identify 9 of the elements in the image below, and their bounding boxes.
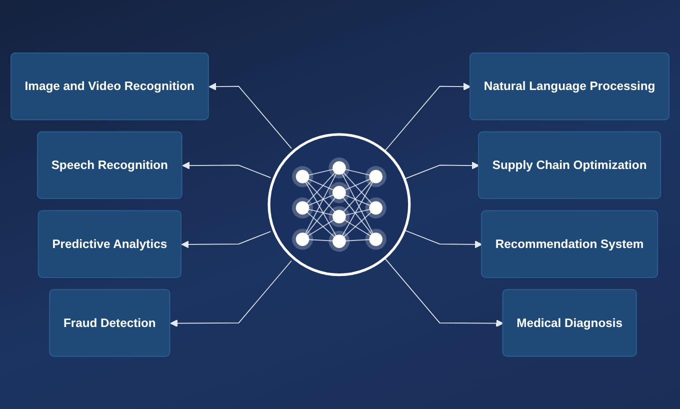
arrow xyxy=(384,82,471,152)
arrow xyxy=(181,230,272,248)
arrow xyxy=(182,162,272,178)
arrow xyxy=(384,258,504,327)
arrow xyxy=(404,230,482,248)
arrow xyxy=(170,260,292,327)
arrow xyxy=(208,82,292,149)
arrow xyxy=(404,162,480,180)
node-circle xyxy=(268,133,411,276)
